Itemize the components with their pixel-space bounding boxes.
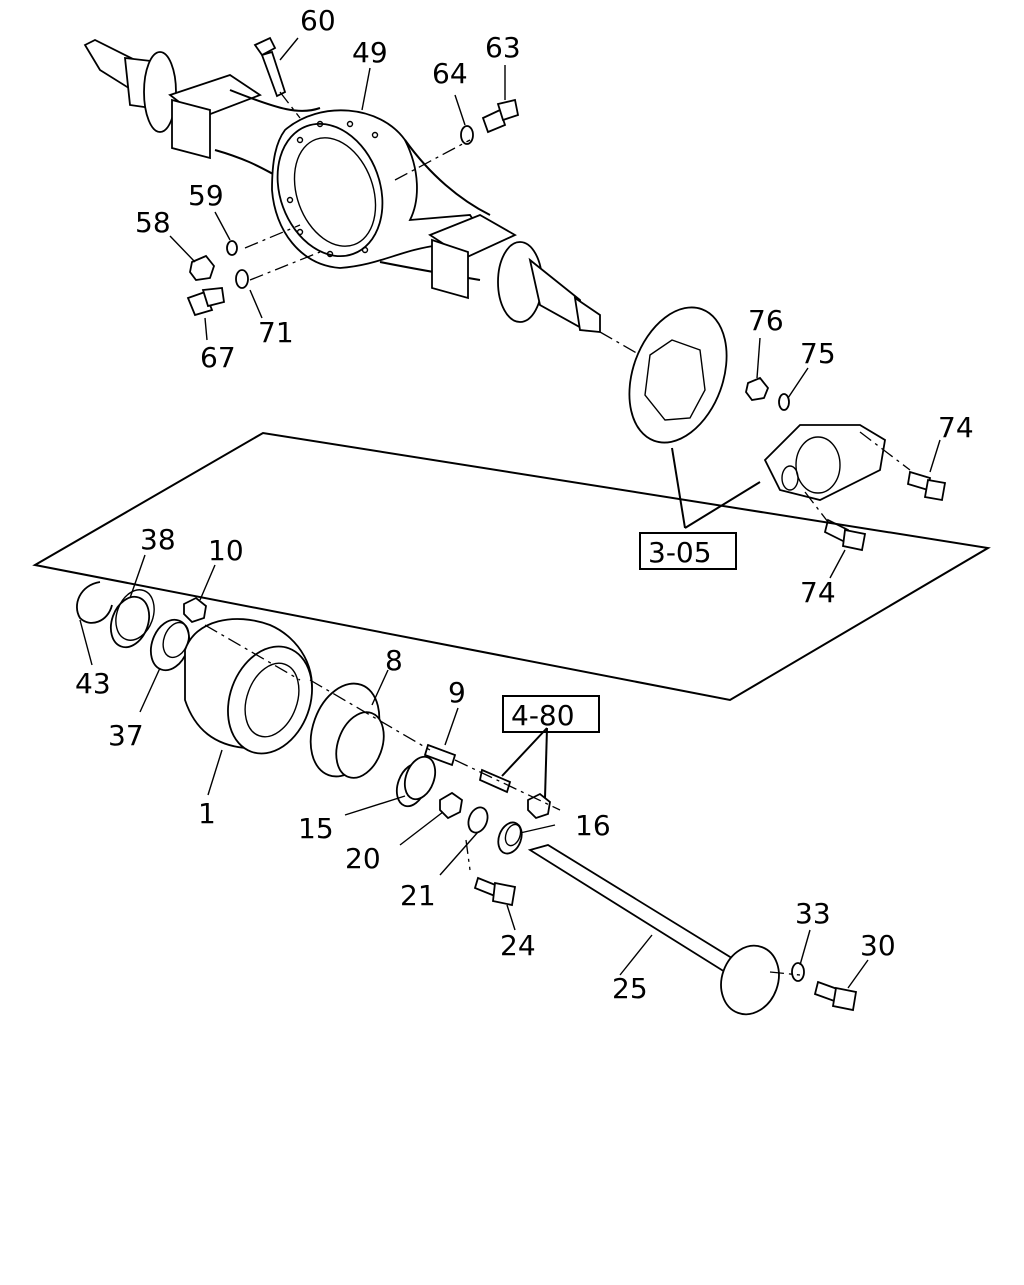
reference-box-3-05: 3-05 (639, 532, 737, 570)
reference-3-05: 3-05 (648, 536, 712, 569)
hub-8 (309, 682, 385, 779)
brake-drum-1 (184, 618, 313, 755)
callout-10: 10 (208, 534, 244, 567)
callout-49: 49 (352, 36, 388, 69)
ring-59 (226, 240, 238, 256)
backing-plate (628, 306, 728, 444)
nut-10 (183, 596, 207, 624)
nut-4-80 (527, 792, 551, 820)
bearing-15 (395, 755, 437, 808)
callout-1: 1 (198, 797, 216, 830)
nut-20 (439, 791, 463, 820)
bolt-60 (253, 36, 287, 98)
callout-8: 8 (385, 644, 403, 677)
callout-20: 20 (345, 842, 381, 875)
callout-21: 21 (400, 879, 436, 912)
reference-box-4-80: 4-80 (502, 695, 600, 733)
callout-38: 38 (140, 523, 176, 556)
washer-33 (791, 962, 805, 982)
callout-33: 33 (795, 897, 831, 930)
callout-74-lower: 74 (800, 576, 836, 609)
callout-9: 9 (448, 676, 466, 709)
bolt-24 (473, 876, 517, 907)
group-outline (32, 431, 991, 702)
seal-38 (109, 589, 155, 649)
callout-60: 60 (300, 4, 336, 37)
callout-30: 30 (860, 929, 896, 962)
callout-16: 16 (575, 809, 611, 842)
callout-43: 43 (75, 667, 111, 700)
callout-74-upper: 74 (938, 411, 974, 444)
snap-ring-43 (76, 581, 113, 624)
bolt-30 (813, 980, 858, 1012)
leader-lines (79, 37, 941, 989)
callout-75: 75 (800, 337, 836, 370)
bolt-67 (186, 287, 226, 317)
callout-76: 76 (748, 304, 784, 337)
callout-37: 37 (108, 719, 144, 752)
washer-75 (778, 393, 790, 411)
reference-4-80: 4-80 (511, 699, 575, 732)
callout-25: 25 (612, 972, 648, 1005)
bolt-74-lower (823, 518, 867, 552)
bolt-63 (481, 98, 520, 134)
axle-shaft-25 (527, 844, 780, 1016)
axle-housing-49 (83, 38, 601, 333)
callout-15: 15 (298, 812, 334, 845)
lock-washer-21 (467, 806, 489, 834)
anchor-bracket (763, 424, 886, 501)
callout-67: 67 (200, 341, 236, 374)
callout-59: 59 (188, 179, 224, 212)
washer-64 (460, 125, 474, 145)
callout-71: 71 (258, 316, 294, 349)
nut-76 (745, 376, 770, 401)
seal-16 (497, 821, 523, 855)
nut-58 (189, 254, 216, 281)
stud-9 (423, 743, 457, 767)
callout-24: 24 (500, 929, 536, 962)
bolt-74-upper (906, 470, 947, 502)
washer-71 (235, 269, 249, 289)
callout-63: 63 (485, 31, 521, 64)
callout-58: 58 (135, 206, 171, 239)
callout-64: 64 (432, 57, 468, 90)
